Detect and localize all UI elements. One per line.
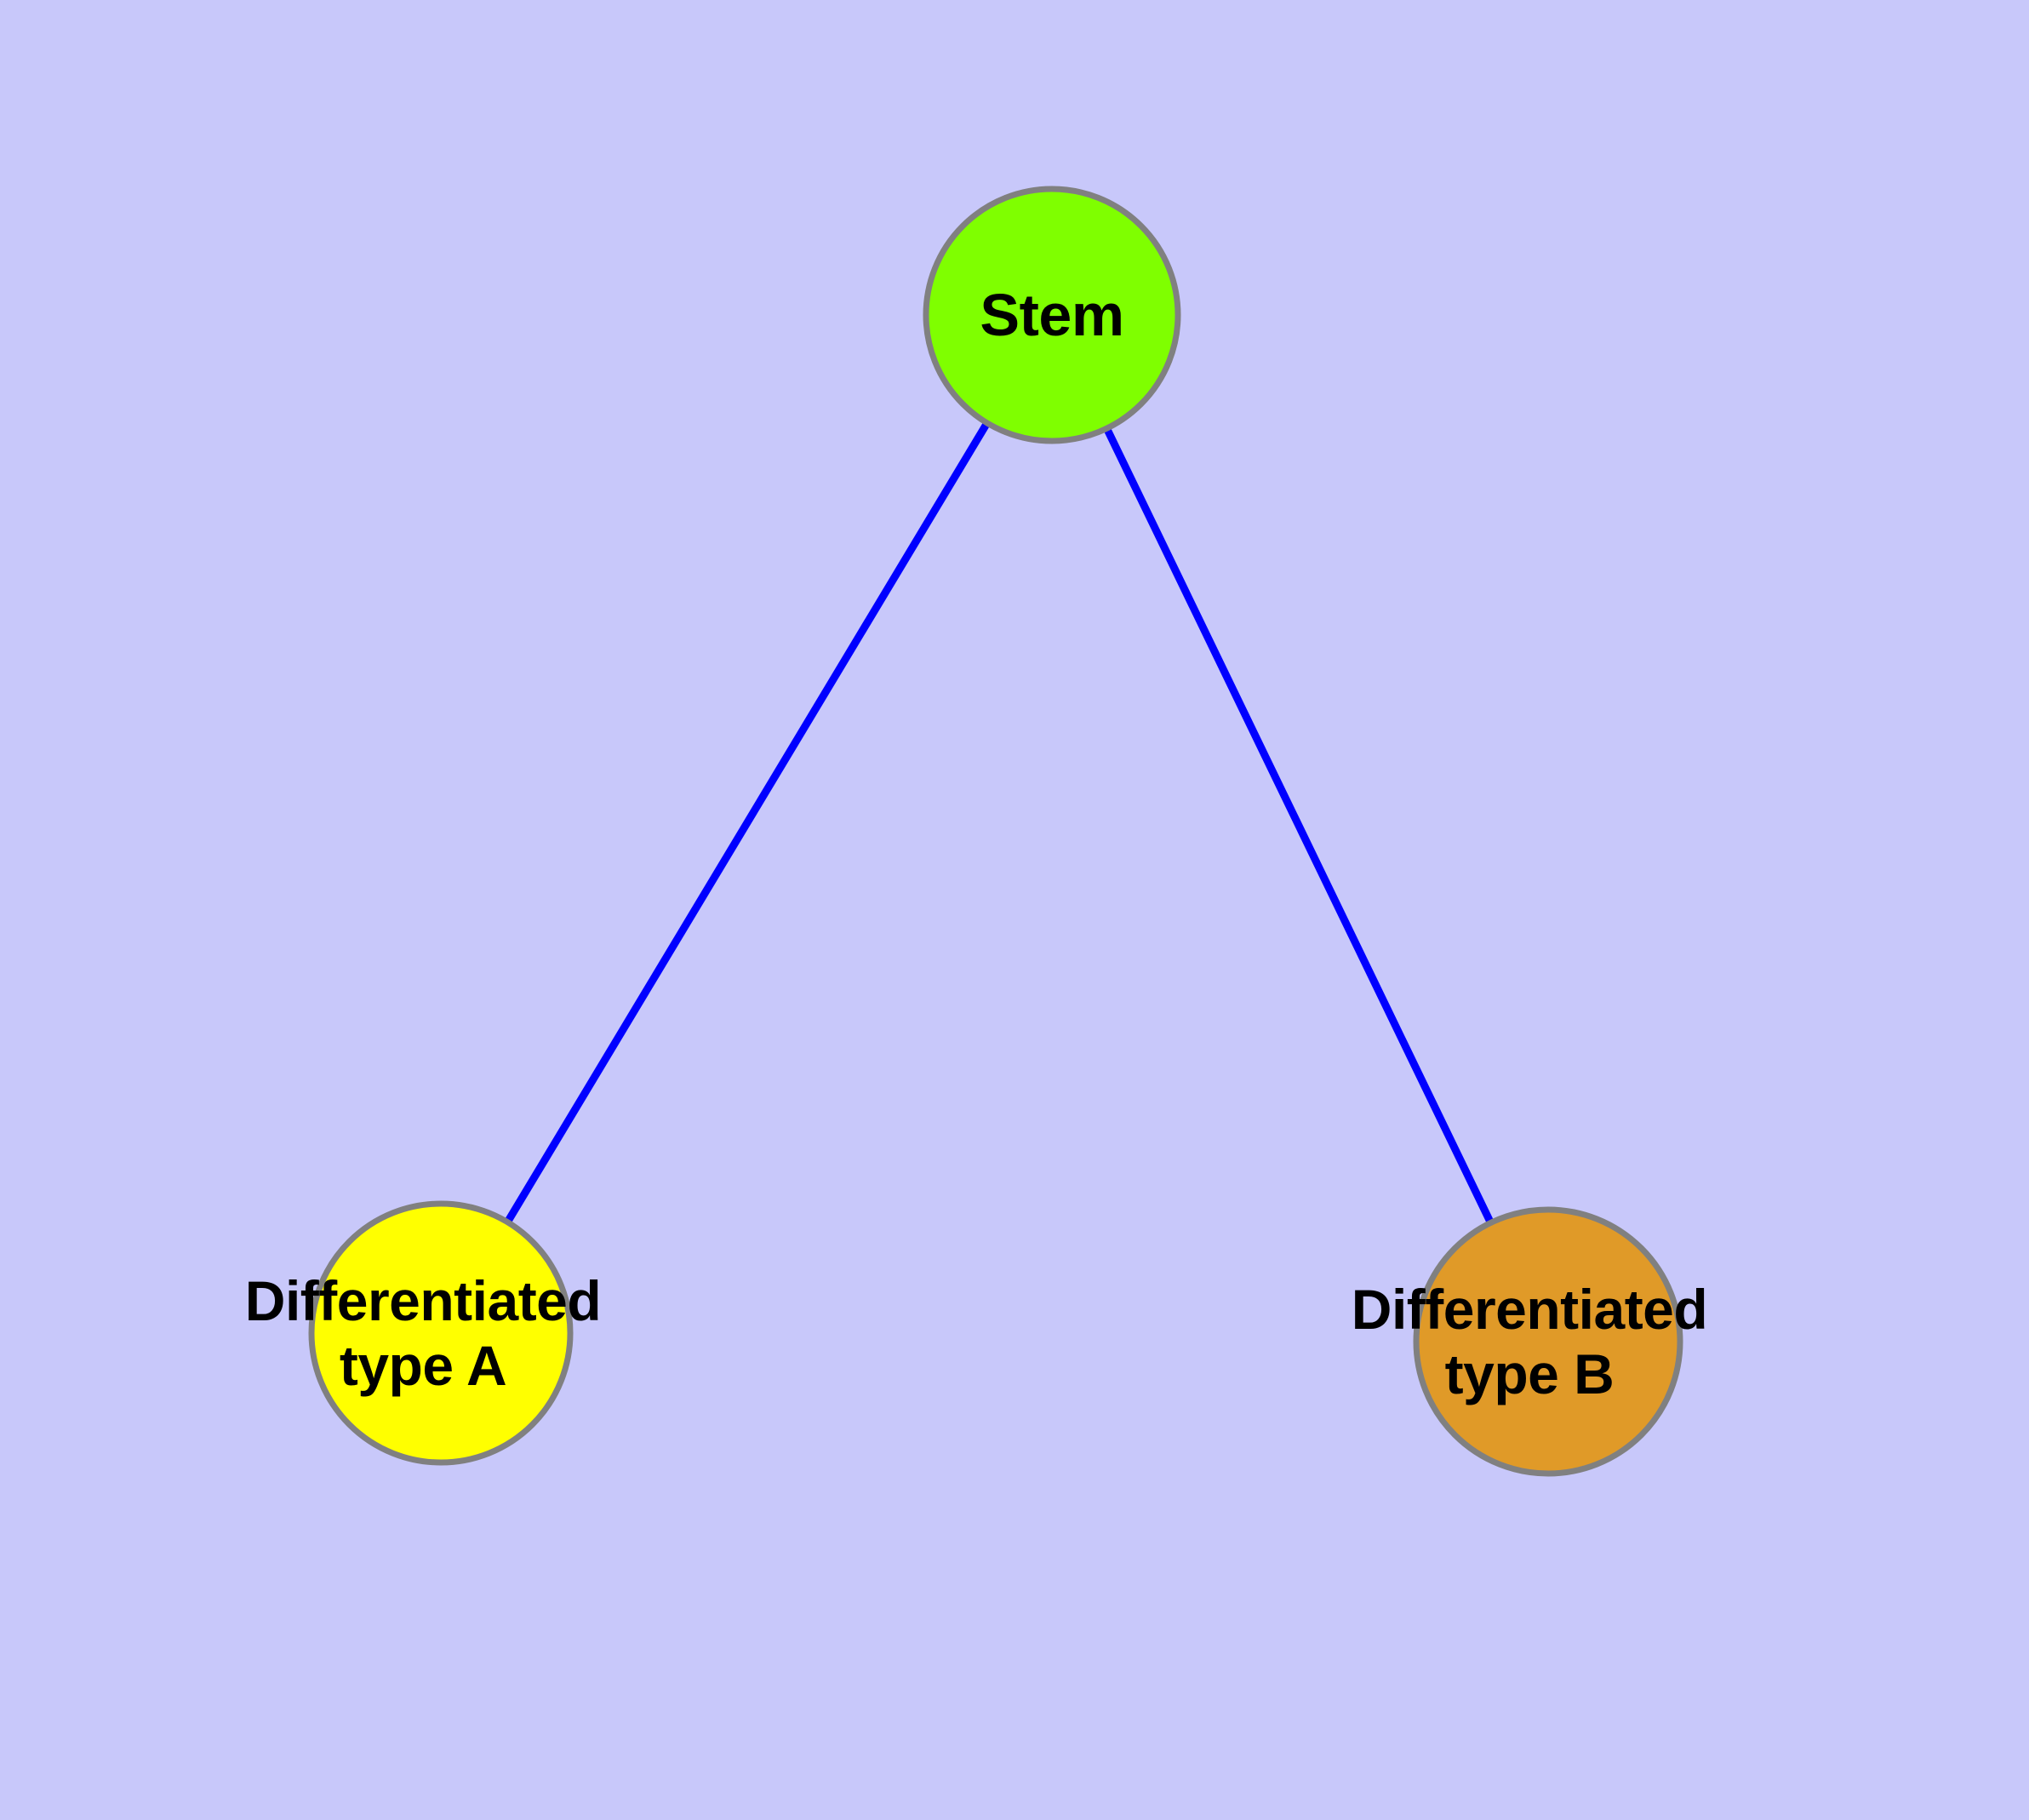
node-circle-differentiated-type-b[interactable]: [1413, 1206, 1683, 1477]
node-circle-differentiated-type-a[interactable]: [308, 1200, 574, 1466]
node-circle-stem[interactable]: [923, 186, 1181, 444]
edge-stem-to-differentiated-type-b[interactable]: [1048, 313, 1552, 1343]
edges-group: [437, 312, 1552, 1343]
nodes-group: [308, 186, 1683, 1477]
edge-stem-to-differentiated-type-a[interactable]: [437, 312, 1055, 1336]
